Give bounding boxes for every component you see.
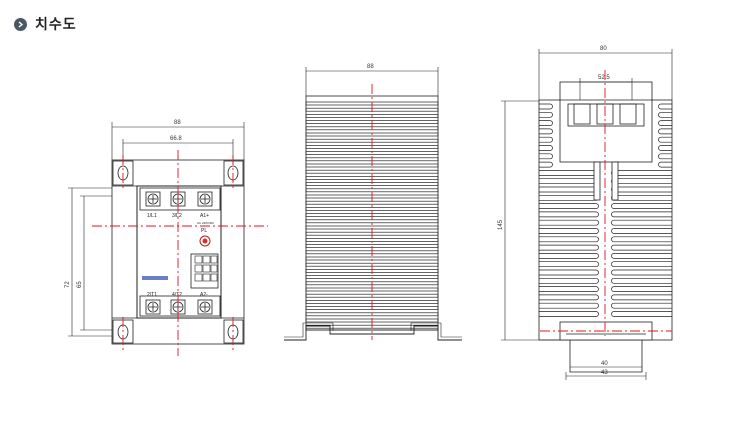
dim-side-width: 88	[367, 64, 374, 70]
led-label: PL	[201, 228, 207, 234]
dim-end-height: 145	[498, 219, 504, 230]
dim-front-inner-width: 66.8	[170, 136, 182, 142]
heatsink-fin	[539, 269, 599, 276]
side-view	[284, 95, 462, 341]
heatsink-fin	[611, 203, 672, 209]
end-dimensions	[501, 49, 673, 380]
terminal-screw-icon	[145, 191, 213, 207]
ssr-block	[559, 81, 653, 163]
heatsink-fin	[658, 111, 672, 118]
heatsink-fin	[611, 277, 672, 284]
heatsink-fin	[539, 311, 599, 317]
heatsink-fin	[539, 286, 599, 292]
heatsink-fin	[539, 178, 599, 185]
heatsink-fin	[305, 188, 439, 193]
heatsink-fin	[611, 269, 672, 276]
heatsink-fin	[611, 186, 672, 193]
heatsink-fin	[611, 294, 672, 301]
heatsink-fin	[305, 238, 439, 242]
dim-rail-outer: 43	[601, 370, 608, 376]
heatsink-fin	[539, 253, 599, 259]
heatsink-fin	[539, 294, 599, 301]
heatsink-fin	[611, 253, 672, 259]
dim-front-width: 88	[174, 120, 181, 126]
heatsink-fin	[611, 244, 672, 251]
end-center-lines	[540, 70, 672, 336]
heatsink-fin	[611, 311, 672, 317]
heatsink-fin	[539, 111, 553, 118]
heatsink-fin	[539, 128, 553, 135]
heatsink-fin	[611, 261, 672, 268]
heatsink-fin	[539, 186, 599, 193]
dim-end-width: 80	[600, 46, 607, 52]
heatsink-fin	[539, 302, 599, 309]
heatsink-fin	[539, 236, 599, 243]
heatsink-fin	[539, 136, 553, 143]
heatsink-fin	[611, 228, 672, 234]
front-center-lines	[92, 150, 268, 356]
dim-front-height: 72	[65, 281, 71, 288]
heatsink-fin	[539, 219, 599, 226]
heatsink-fin	[611, 302, 672, 309]
heatsink-fin	[539, 244, 599, 251]
front-terminal-labels: 1/L1 3/L2 A1+ 2/T1 4/T2 A2- PL AC 220V/D…	[147, 213, 215, 298]
terminal-screw-icon	[145, 299, 213, 315]
heatsink-fin	[611, 211, 672, 218]
led-indicator-icon	[199, 235, 211, 247]
terminal-label: A2-	[200, 292, 208, 298]
section-header: 치수도	[14, 13, 77, 35]
heatsink-fin	[611, 286, 672, 292]
dim-rail-inner: 40	[601, 361, 608, 367]
heatsink-fin	[658, 145, 672, 151]
voltage-label: AC 220V/DC	[197, 221, 215, 225]
front-body	[136, 185, 222, 319]
heatsink-fin	[658, 136, 672, 143]
heatsink-fin	[611, 219, 672, 226]
heatsink-fin	[539, 194, 599, 201]
heatsink-fin	[611, 194, 672, 201]
heatsink-fin	[539, 103, 553, 110]
heatsink-fin	[305, 114, 439, 118]
heatsink-fin	[658, 153, 672, 160]
side-dimensions	[305, 67, 439, 96]
end-view	[538, 81, 673, 373]
heatsink-fin	[539, 203, 599, 209]
heatsink-fin	[658, 161, 672, 168]
heatsink-fin	[305, 219, 439, 224]
heatsink-fin	[658, 128, 672, 135]
heatsink-fin	[539, 161, 553, 168]
terminal-label: A1+	[200, 213, 209, 219]
page-title: 치수도	[35, 17, 77, 33]
heatsink-fin	[658, 103, 672, 110]
heatsink-fin	[611, 178, 672, 185]
chevron-right-icon	[14, 17, 27, 31]
heatsink-fin	[539, 228, 599, 234]
terminal-label: 3/L2	[172, 213, 182, 219]
heatsink-fin	[305, 293, 439, 298]
front-dimensions	[68, 122, 245, 337]
heatsink-fin	[539, 120, 553, 126]
dim-front-inner-height: 65	[77, 281, 83, 288]
signal-connector	[190, 253, 219, 289]
heatsink-fin	[539, 211, 599, 218]
heatsink-fin	[539, 261, 599, 268]
brand-logo-icon	[142, 276, 168, 280]
heatsink-fin	[539, 145, 553, 151]
heatsink-fin	[539, 277, 599, 284]
heatsink-fin	[539, 170, 599, 176]
terminal-label: 2/T1	[147, 292, 157, 298]
heatsink-fin	[611, 236, 672, 243]
dim-end-block-width: 52.5	[598, 75, 610, 81]
heatsink-fin	[539, 153, 553, 160]
heatsink-fin	[658, 120, 672, 126]
terminal-label: 1/L1	[147, 213, 157, 219]
heatsink-fin	[305, 207, 439, 211]
terminal-label: 4/T2	[172, 292, 182, 298]
heatsink-fin	[305, 312, 439, 317]
heatsink-fin	[611, 170, 672, 176]
